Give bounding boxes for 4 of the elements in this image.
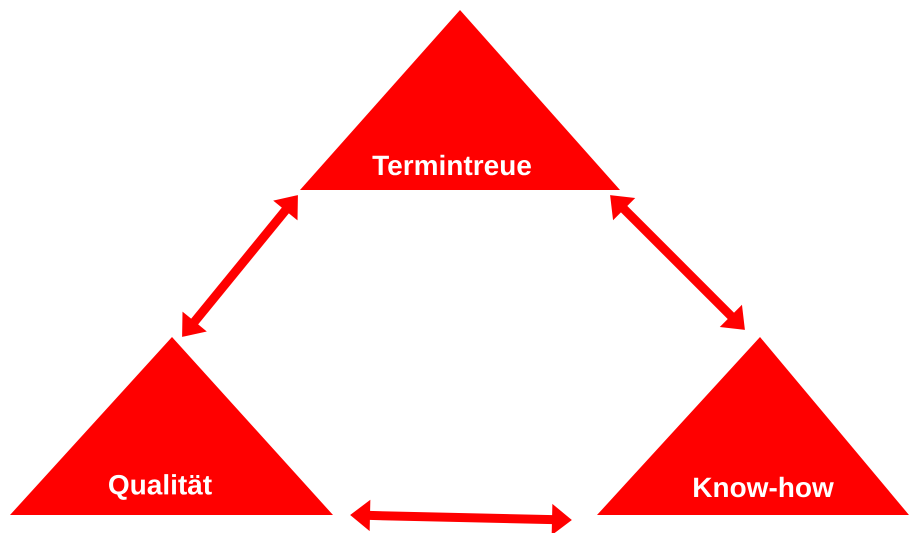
triangle-node: Termintreue [300, 10, 620, 190]
triangle-node: Qualität [10, 337, 333, 515]
triangle-node: Know-how [597, 337, 909, 515]
double-arrow [610, 195, 745, 330]
